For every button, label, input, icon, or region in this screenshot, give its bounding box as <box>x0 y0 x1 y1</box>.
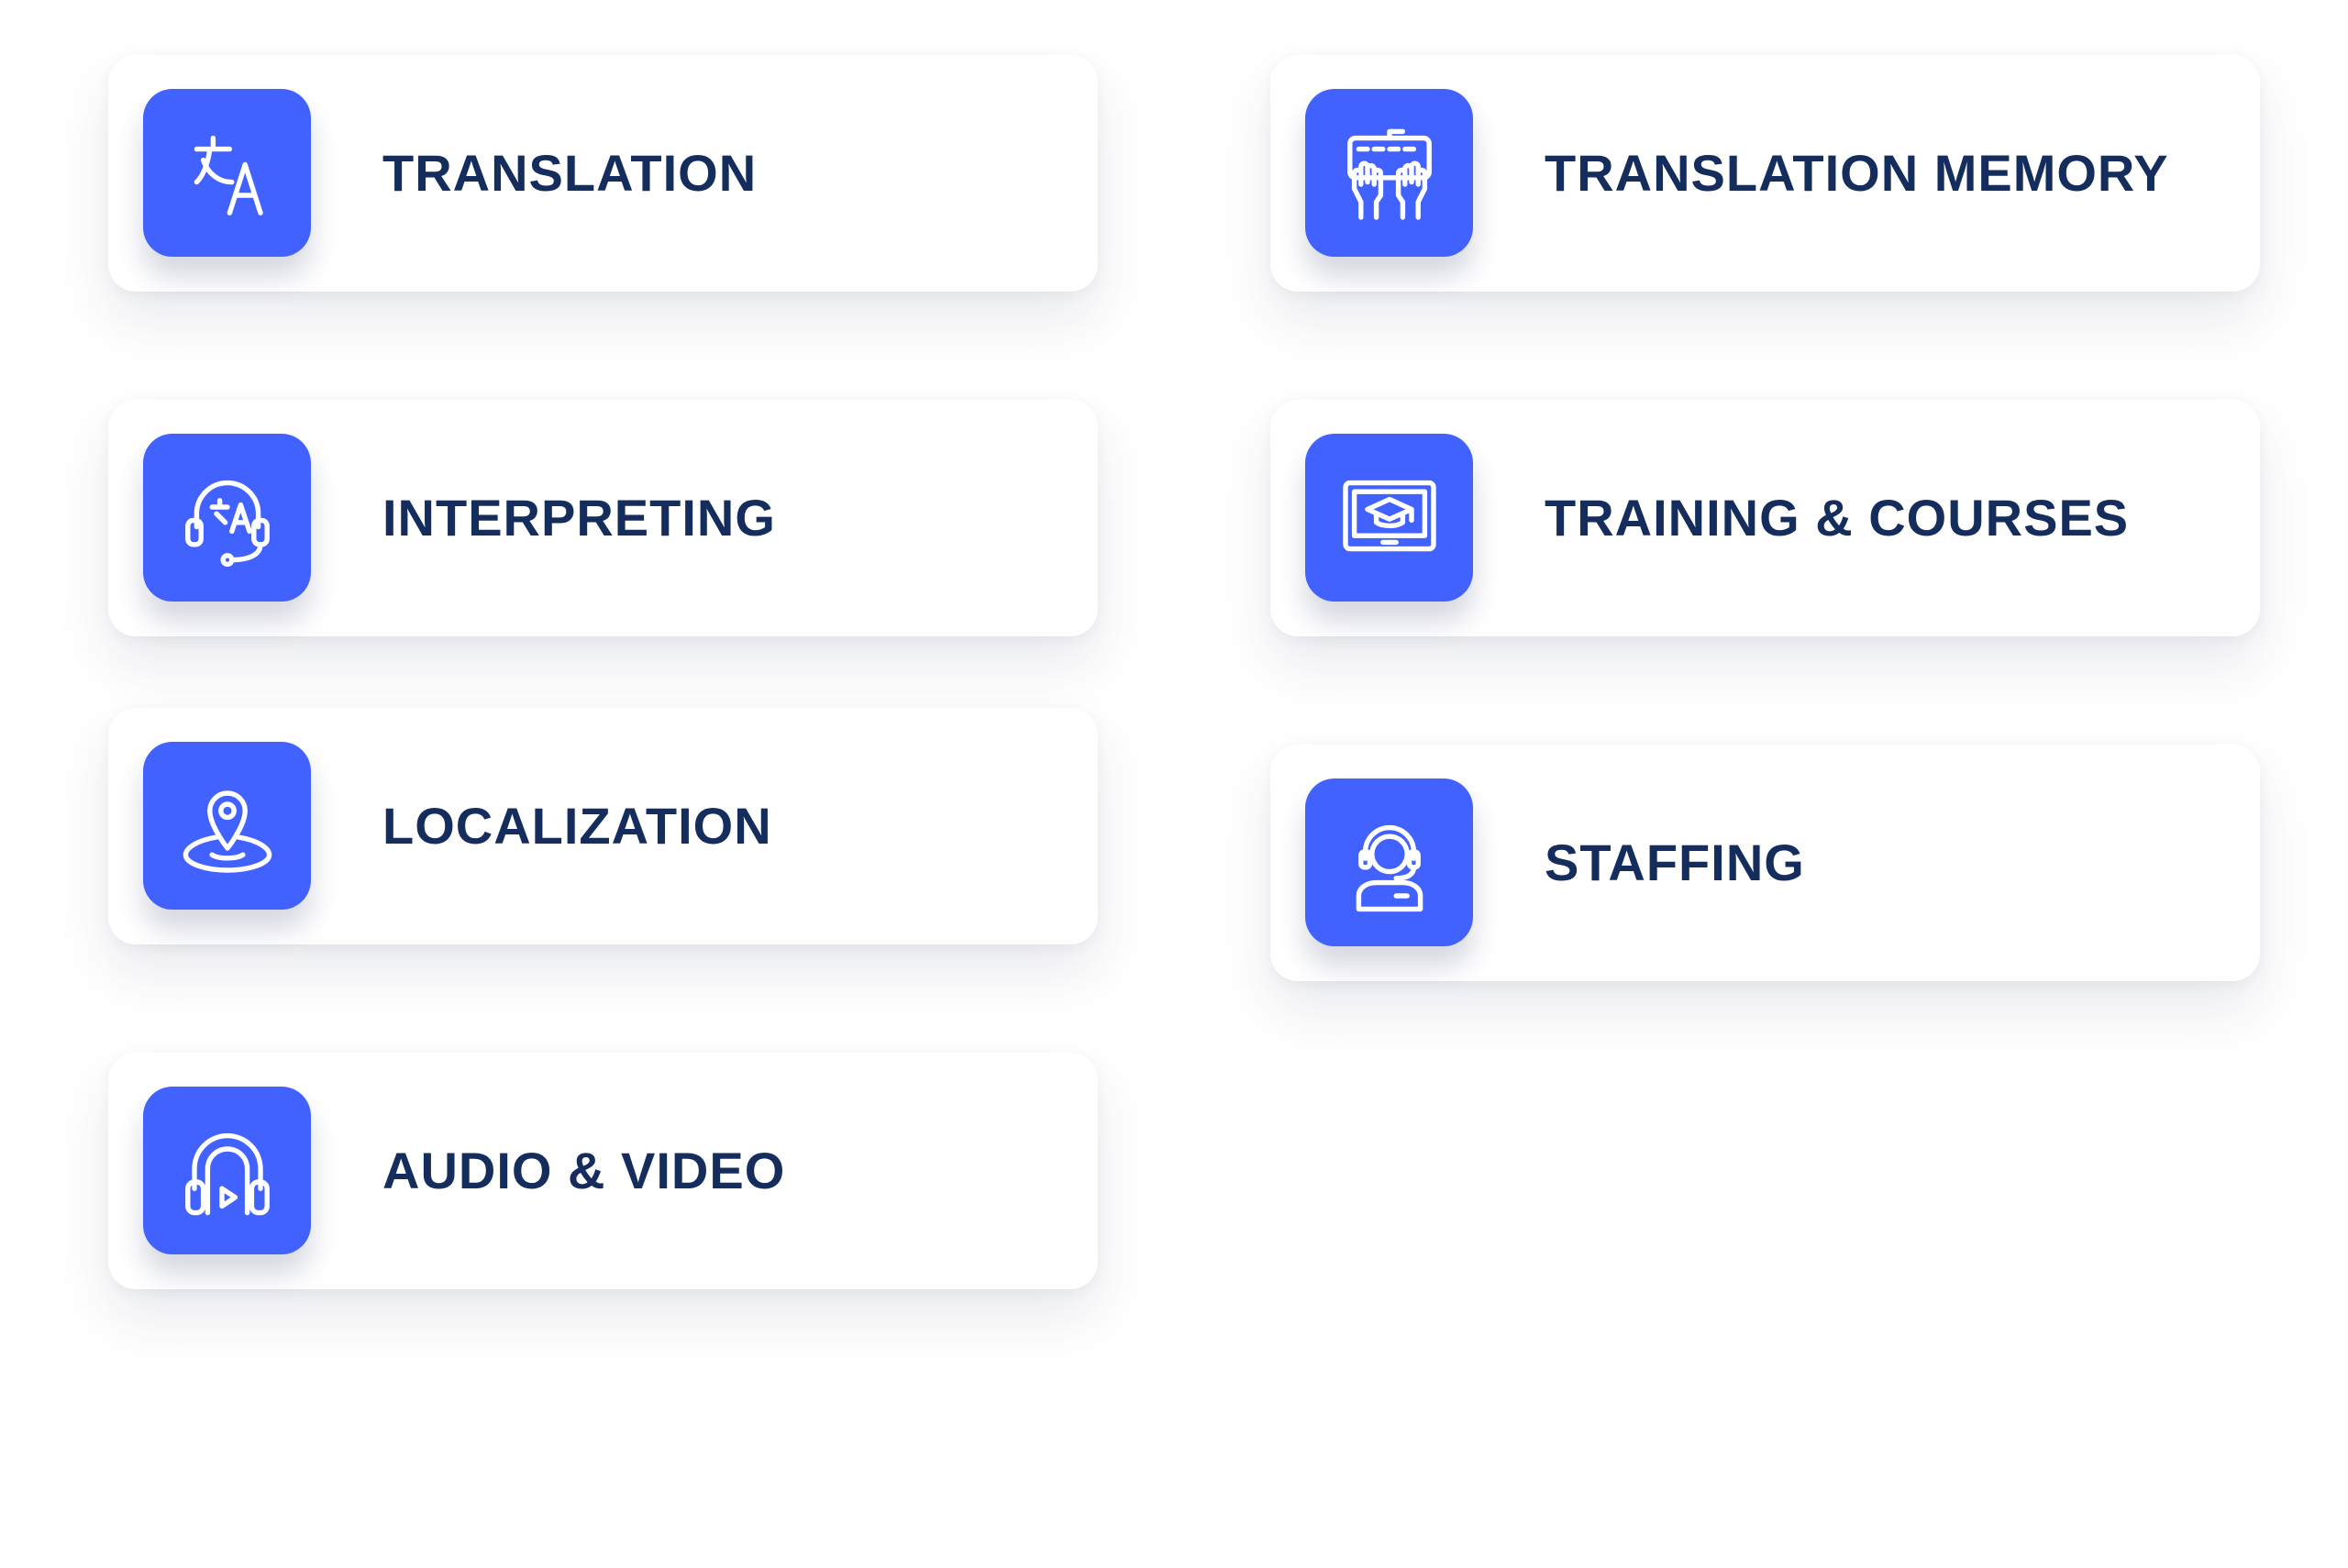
service-card-audio-video[interactable]: AUDIO & VIDEO <box>108 1053 1098 1289</box>
service-card-translation[interactable]: TRANSLATION <box>108 55 1098 292</box>
translate-icon <box>143 89 311 257</box>
service-label: AUDIO & VIDEO <box>382 1142 786 1199</box>
service-label: TRANSLATION <box>382 144 758 202</box>
location-pin-icon <box>143 742 311 910</box>
laptop-graduation-icon <box>1305 434 1473 602</box>
service-card-localization[interactable]: LOCALIZATION <box>108 708 1098 944</box>
support-agent-icon <box>1305 778 1473 946</box>
service-card-staffing[interactable]: STAFFING <box>1270 745 2260 981</box>
headset-translate-icon <box>143 434 311 602</box>
service-card-training-courses[interactable]: TRAINING & COURSES <box>1270 400 2260 636</box>
service-label: STAFFING <box>1545 834 1805 891</box>
headphones-play-icon <box>143 1087 311 1254</box>
keyboard-hands-icon <box>1305 89 1473 257</box>
service-card-interpreting[interactable]: INTERPRETING <box>108 400 1098 636</box>
service-label: TRANSLATION MEMORY <box>1545 144 2169 202</box>
service-card-translation-memory[interactable]: TRANSLATION MEMORY <box>1270 55 2260 292</box>
service-label: TRAINING & COURSES <box>1545 489 2130 547</box>
service-label: LOCALIZATION <box>382 797 772 855</box>
service-label: INTERPRETING <box>382 489 776 547</box>
